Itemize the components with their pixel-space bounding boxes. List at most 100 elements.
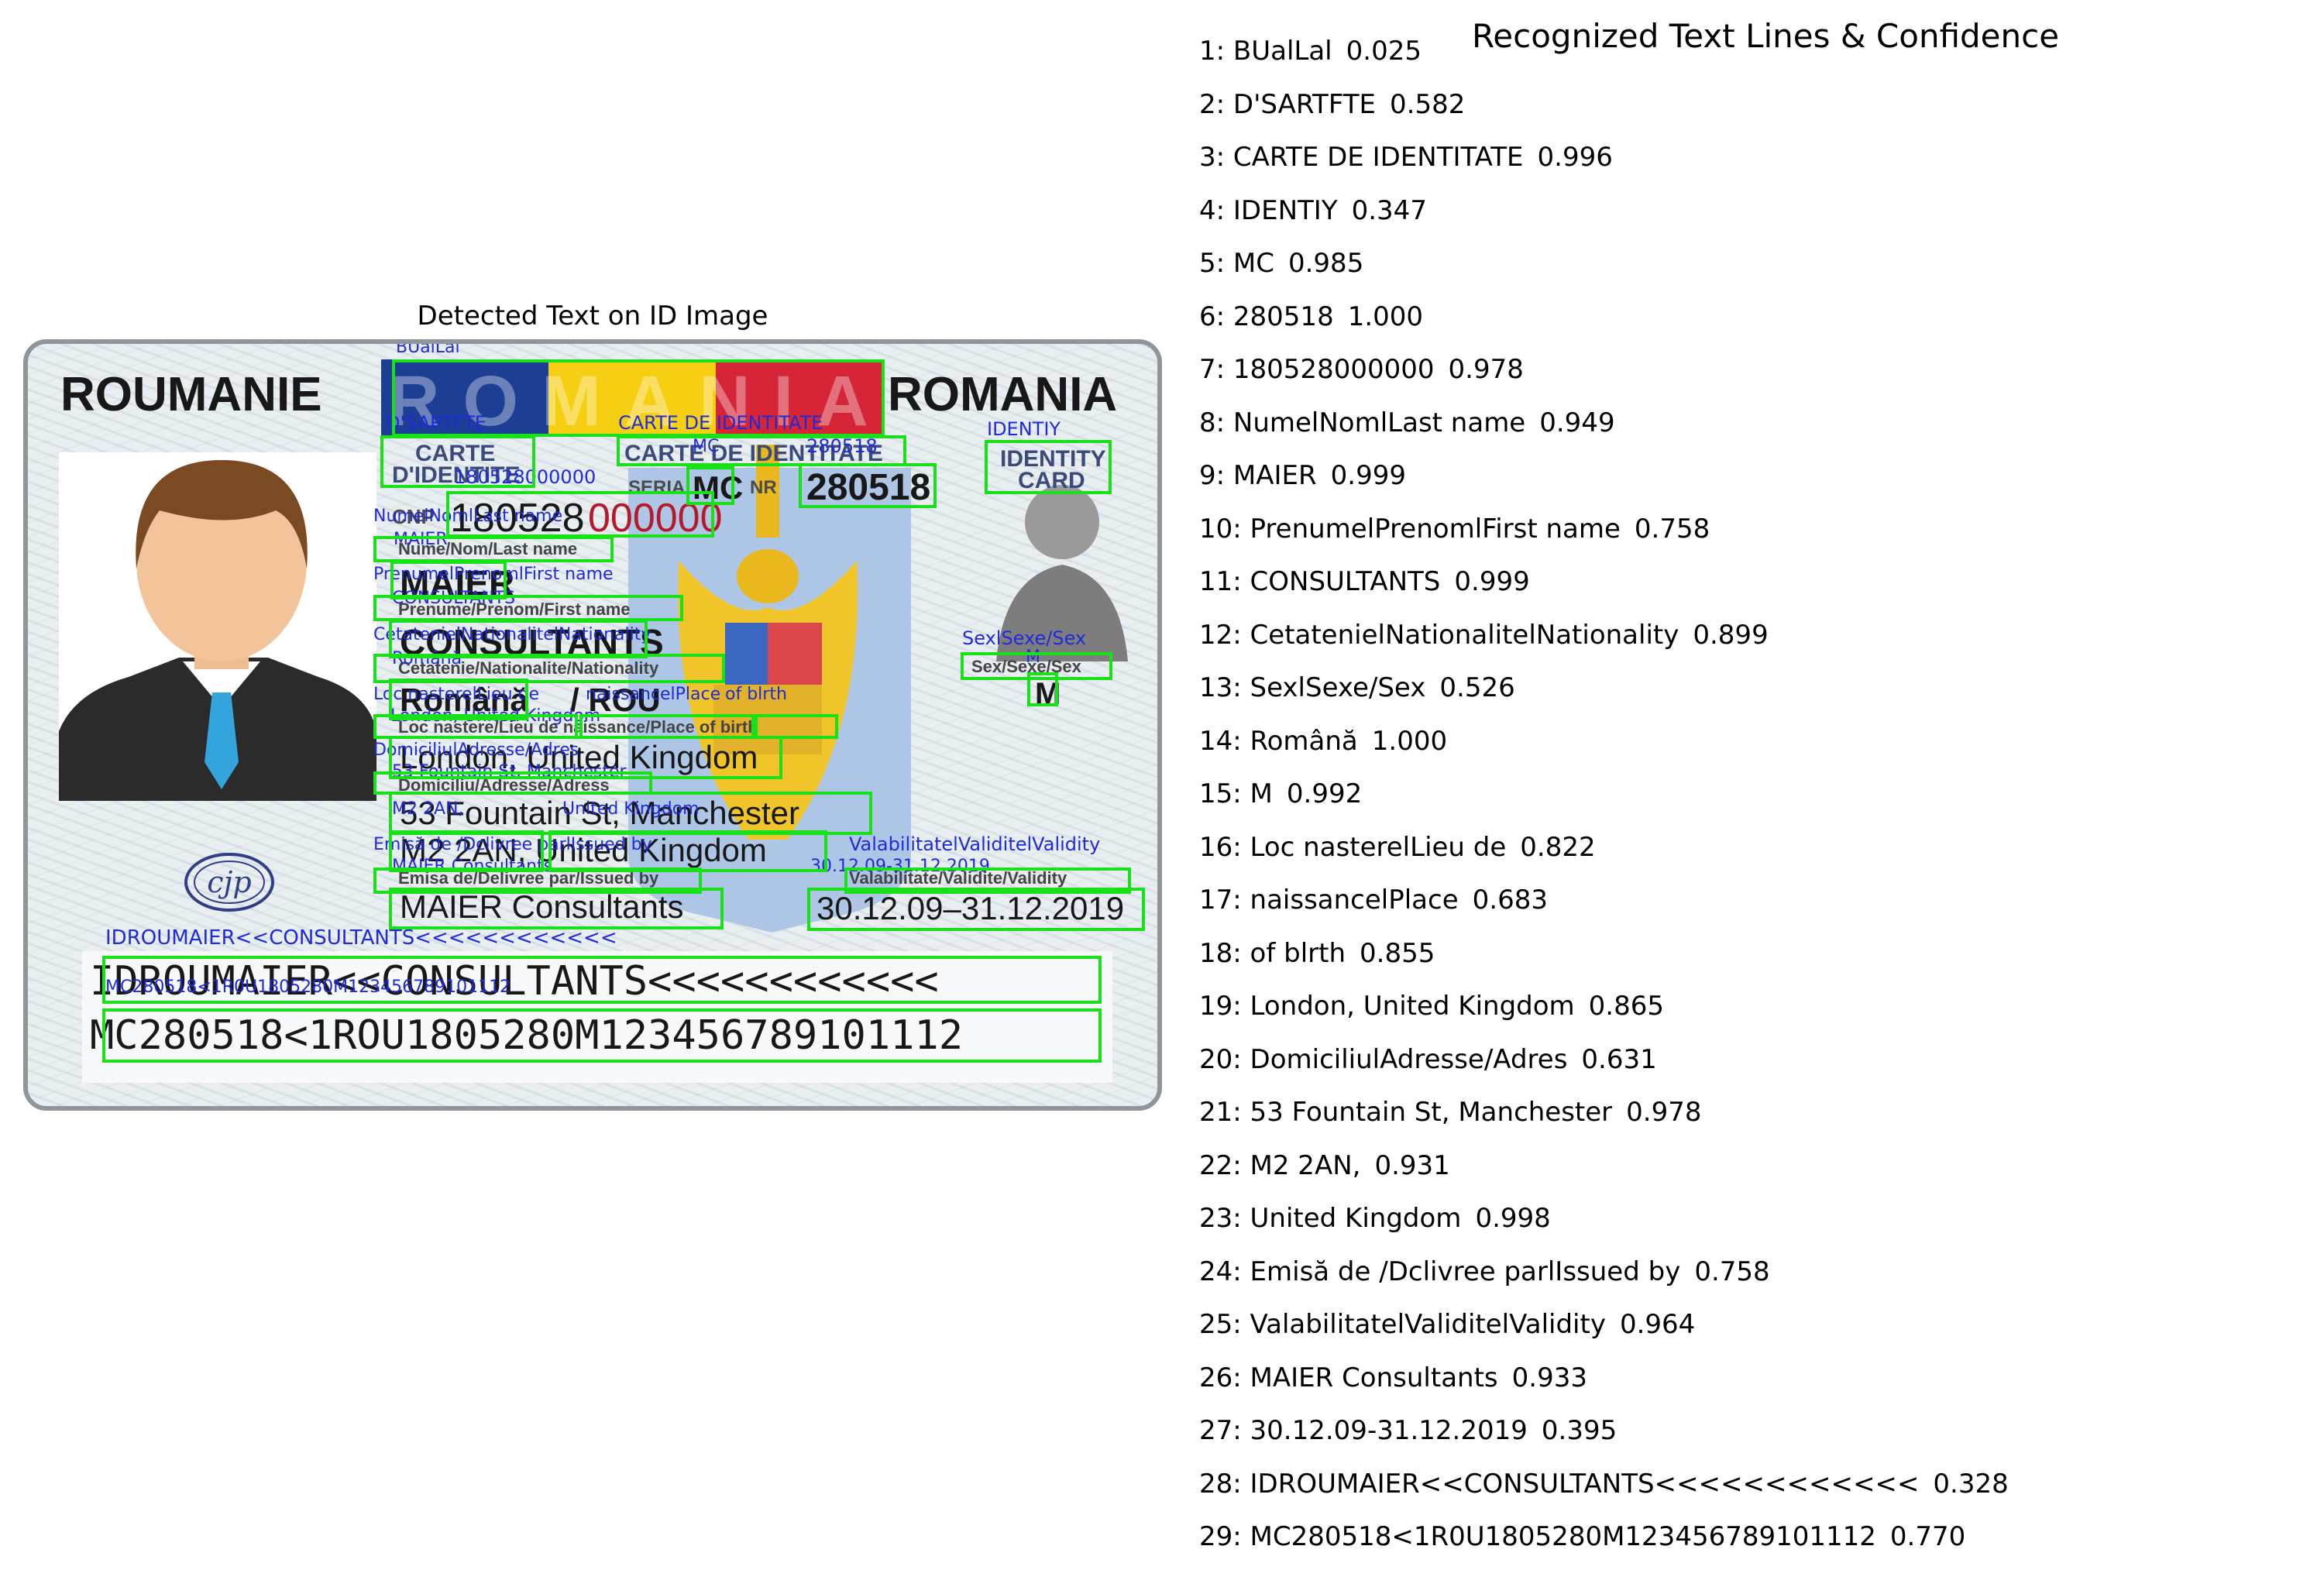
detection-box-25 [844, 867, 1131, 894]
line-confidence: 0.770 [1889, 1521, 1966, 1552]
line-number: 4 [1199, 195, 1233, 226]
line-text: 280518 [1232, 301, 1334, 332]
id-card-graphics: cjp [59, 359, 1128, 933]
recognized-line: 9MAIER0.999 [1199, 455, 2009, 509]
detected-text-panel-title: Detected Text on ID Image [417, 301, 768, 332]
detection-box-7 [446, 491, 714, 538]
line-text: 180528000000 [1232, 354, 1435, 385]
line-text: Loc nasterelLieu de [1250, 831, 1507, 863]
line-confidence: 0.395 [1541, 1415, 1618, 1446]
line-confidence: 0.025 [1346, 36, 1422, 67]
line-confidence: 0.992 [1286, 778, 1363, 809]
line-text: CARTE DE IDENTITATE [1232, 142, 1524, 173]
line-confidence: 0.526 [1439, 672, 1515, 703]
line-confidence: 0.899 [1693, 619, 1769, 651]
overlay-text-27: 30.12.09-31.12.2019 [810, 857, 990, 876]
address-line2: M2 2AN, United Kingdom [400, 832, 767, 868]
detection-box-29 [102, 1008, 1102, 1063]
overlay-text-2: D'SARTFTE [386, 412, 486, 434]
line-text: Română [1250, 725, 1358, 757]
birthplace-value: London, United Kingdom [400, 739, 758, 775]
line-number: 29 [1199, 1521, 1250, 1552]
line-text: 30.12.09-31.12.2019 [1250, 1415, 1528, 1446]
line-text: NumelNomlLast name [1232, 407, 1526, 438]
line-confidence: 0.978 [1448, 354, 1524, 385]
detection-box-8 [373, 536, 614, 562]
cnp-label: CNP [392, 505, 435, 528]
line-text: ValabilitatelValiditelValidity [1250, 1309, 1606, 1340]
recognized-line: 1BUalLal0.025 [1199, 31, 2009, 84]
tie-icon [205, 692, 239, 789]
line-confidence: 0.978 [1626, 1097, 1702, 1128]
recognized-text-panel-title: Recognized Text Lines & Confidence [1472, 17, 2060, 55]
validity-value: 30.12.09–31.12.2019 [816, 890, 1125, 926]
nr-label: NR [750, 477, 777, 498]
line-number: 27 [1199, 1415, 1250, 1446]
line-confidence: 0.964 [1619, 1309, 1696, 1340]
recognized-line: 4IDENTIY0.347 [1199, 191, 2009, 244]
country-name-fr: ROUMANIE [60, 368, 322, 421]
line-confidence: 0.998 [1475, 1203, 1551, 1234]
overlay-text-22: M2 2AN, [392, 799, 464, 819]
overlay-text-16: Loc nasterelLieu de [373, 685, 540, 704]
line-number: 10 [1199, 514, 1250, 545]
line-confidence: 1.000 [1371, 725, 1448, 757]
recognized-line: 15M0.992 [1199, 774, 2009, 827]
overlay-text-28: IDROUMAIER<<CONSULTANTS<<<<<<<<<<<< [105, 926, 617, 950]
line-number: 20 [1199, 1044, 1250, 1075]
overlay-text-29: MC280518<1R0U1805280M123456789101112 [105, 977, 511, 997]
cnp-value-black: 180528 [450, 496, 585, 541]
line-text: of blrth [1250, 937, 1346, 969]
overlay-text-1: BUalLal [396, 339, 460, 357]
line-number: 6 [1199, 301, 1233, 332]
detection-box-22 [389, 830, 544, 872]
detection-box-4 [985, 440, 1112, 494]
line-number: 15 [1199, 778, 1250, 809]
line-number: 25 [1199, 1309, 1250, 1340]
line-text: MAIER [1232, 460, 1317, 491]
line-number: 7 [1199, 354, 1233, 385]
shield-blue-icon [725, 623, 768, 685]
line-number: 13 [1199, 672, 1250, 703]
first-name-label: Prenume/Prenom/First name [398, 599, 631, 619]
overlay-text-17: naissancelPlace [586, 685, 721, 704]
line-number: 3 [1199, 142, 1233, 173]
recognized-line: 2730.12.09-31.12.2019 0.395 [1199, 1410, 2009, 1464]
detection-box-24 [373, 867, 702, 894]
overlay-text-13: SexlSexe/Sex [962, 627, 1087, 649]
recognized-line: 17naissancelPlace0.683 [1199, 880, 2009, 933]
line-text: D'SARTFTE [1232, 88, 1377, 120]
recognized-line: 16Loc nasterelLieu de0.822 [1199, 827, 2009, 881]
country-name-en: ROMANIA [888, 368, 1118, 421]
line-number: 1 [1199, 36, 1233, 67]
line-confidence: 0.999 [1454, 566, 1530, 597]
line-number: 21 [1199, 1097, 1250, 1128]
id-card-image: cjp ROUMANIE ROMANIA ROMANIA CARTE D'IDE… [23, 339, 1162, 1111]
line-number: 9 [1199, 460, 1233, 491]
recognized-line: 29MC280518<1R0U1805280M1234567891011120.… [1199, 1517, 2009, 1570]
line-confidence: 0.758 [1694, 1256, 1770, 1287]
card-title-en-line2: CARD [1018, 468, 1085, 493]
overlay-text-6: 280518 [806, 435, 878, 457]
line-number: 24 [1199, 1256, 1250, 1287]
line-confidence: 0.855 [1360, 937, 1435, 969]
overlay-text-24: Emisă de /Dclivree parlIssued by [373, 835, 652, 854]
detection-box-9 [390, 561, 507, 599]
card-title-en-line1: IDENTITY [1000, 446, 1106, 472]
line-number: 14 [1199, 726, 1250, 757]
line-text: 53 Fountain St, Manchester [1250, 1097, 1613, 1128]
line-confidence: 0.347 [1351, 194, 1427, 226]
line-text: MAIER Consultants [1250, 1362, 1498, 1393]
detection-box-23 [548, 830, 827, 872]
stamp-text: cjp [207, 865, 251, 899]
recognized-line: 22M2 2AN,0.931 [1199, 1146, 2009, 1199]
overlay-text-8: NumelNomlLast name [373, 507, 563, 526]
line-text: CetatenielNationalitelNationality [1250, 619, 1679, 651]
line-number: 23 [1199, 1203, 1250, 1234]
line-number: 12 [1199, 620, 1250, 651]
detection-box-1 [392, 359, 885, 437]
